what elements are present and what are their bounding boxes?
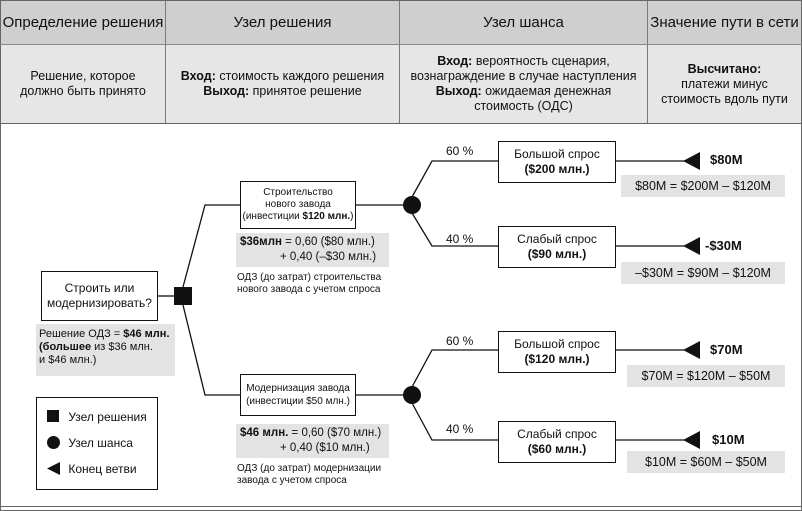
emv-line1-bold: $46 млн. [123,328,170,340]
connector-build-low [411,212,498,247]
branch-end-build-low [683,237,700,255]
upgrade-emv-value: $46 млн. [240,427,289,439]
upgrade-high-end-value: $70M [710,342,743,357]
build-emv-note: ОДЗ (до затрат) строительства нового зав… [237,272,382,295]
col2-input-label: Вход: [180,69,216,83]
upgrade-high-probability: 60 % [446,334,474,348]
col2-input-text: стоимость каждого решения [219,69,385,83]
build-low-probability: 40 % [446,232,474,246]
connector-build-high [411,160,498,198]
build-low-demand-box: Слабый спрос($90 млн.) [498,226,616,268]
build-high-probability: 60 % [446,144,474,158]
subheader-col1: Решение, которое должно быть принято [1,45,166,123]
col4-text: платежи минус стоимость вдоль пути [661,76,788,106]
subheader-col4: Высчитано: платежи минус стоимость вдоль… [648,45,801,123]
build-low-end-value: -$30M [705,238,742,253]
legend-chance-label: Узел шанса [68,436,133,450]
emv-line2-rest: из $36 млн. [91,341,153,353]
upgrade-low-probability: 40 % [446,422,474,436]
legend-triangle-icon [47,462,60,475]
chance-node-build [403,196,421,214]
header-col3: Узел шанса [400,1,648,44]
legend-square-icon [47,410,59,422]
build-high-demand-box: Большой спрос($200 млн.) [498,141,616,183]
col2-output-text: принятое решение [252,84,362,98]
build-low-formula: –$30M = $90M – $120M [621,262,785,284]
connector-decision-build [182,204,240,288]
col3-output-text: ожидаемая денежная стоимость (ОДС) [474,84,612,113]
chance-node-upgrade [403,386,421,404]
upgrade-high-demand-box: Большой спрос($120 млн.) [498,331,616,373]
branch-end-upgrade-low [683,431,700,449]
bottom-divider [0,506,802,507]
upgrade-emv-calc: $46 млн. = 0,60 ($70 млн.) + 0,40 ($10 м… [236,424,389,458]
legend: Узел решения Узел шанса Конец ветви [36,397,158,490]
legend-end-label: Конец ветви [68,462,137,476]
emv-line2-bold: (большее [39,341,92,353]
upgrade-emv-note: ОДЗ (до затрат) модернизации завода с уч… [237,463,382,486]
branch-end-build-high [683,152,700,170]
legend-decision-row: Узел решения [47,410,147,424]
header-col4: Значение пути в сети [648,1,801,44]
col4-label: Высчитано: [687,61,762,76]
subheader-col3: Вход: вероятность сценария, вознагражден… [400,45,648,123]
subheader-col2: Вход: стоимость каждого решения Выход: п… [166,45,400,123]
legend-circle-icon [47,436,60,449]
build-high-formula: $80M = $200M – $120M [621,175,785,197]
legend-end-row: Конец ветви [47,462,137,476]
branch-end-upgrade-high [683,341,700,359]
upgrade-plant-box: Модернизация завода (инвестиции $50 млн.… [240,374,356,416]
header-col2: Узел решения [166,1,400,44]
connector-decision-upgrade [182,304,240,396]
col3-input-text: вероятность сценария, вознаграждение в с… [410,54,637,83]
build-high-end-value: $80M [710,152,743,167]
col2-output-label: Выход: [203,84,250,98]
col3-input-label: Вход: [437,54,473,68]
connector-upgrade-high [411,349,498,388]
upgrade-low-end-value: $10M [712,432,745,447]
upgrade-high-formula: $70M = $120M – $50M [627,365,785,387]
decision-question: Строить или модернизировать? [47,281,152,310]
legend-chance-row: Узел шанса [47,436,133,450]
build-emv-calc: $36млн = 0,60 ($80 млн.) + 0,40 (–$30 мл… [236,233,389,267]
build-new-plant-box: Строительство нового завода (инвестиции … [240,181,356,229]
emv-line1-prefix: Решение ОДЗ = [39,328,124,340]
emv-line3: и $46 млн.) [39,354,97,366]
upgrade-low-formula: $10M = $60M – $50M [627,451,785,473]
header-col1: Определение решения [1,1,166,44]
upgrade-low-demand-box: Слабый спрос($60 млн.) [498,421,616,463]
build-emv-value: $36млн [240,236,282,248]
header-divider [0,44,802,45]
connector-upgrade-low [411,402,498,441]
decision-question-box: Строить или модернизировать? [41,271,158,321]
decision-node [174,287,192,305]
col3-output-label: Выход: [435,84,482,98]
subheader-divider [0,123,802,124]
decision-emv: Решение ОДЗ = $46 млн. (большее из $36 м… [36,324,175,376]
legend-decision-label: Узел решения [68,410,147,424]
